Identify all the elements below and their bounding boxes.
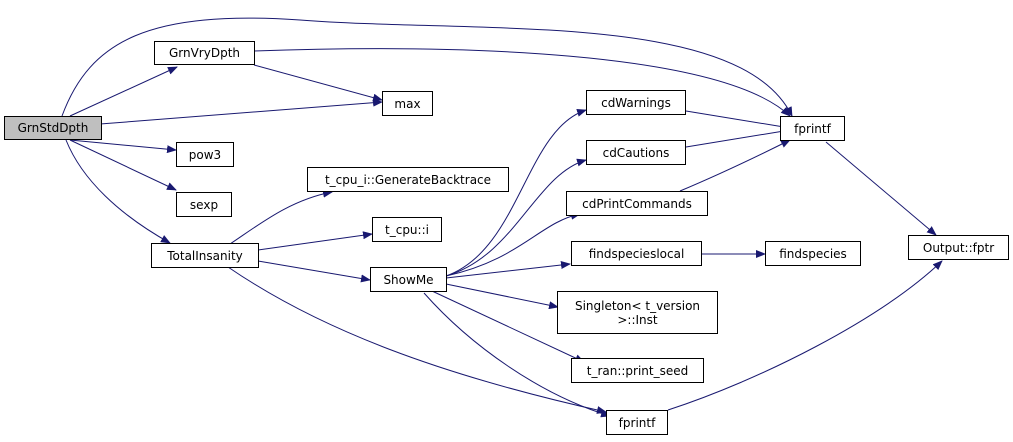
edge-grnvrydpth-fprintf-top <box>253 48 791 117</box>
edge-grnvrydpth-max <box>253 64 383 102</box>
node-output-fptr[interactable]: Output::fptr <box>908 235 1009 260</box>
node-cdprintcommands[interactable]: cdPrintCommands <box>566 191 708 216</box>
node-findspecies[interactable]: findspecies <box>765 241 861 266</box>
edge-grnstddpth-max <box>99 98 383 125</box>
edge-grnstddpth-grnvrydpth <box>69 66 178 117</box>
edge-totalinsanity-showme <box>257 260 371 283</box>
edge-cdwarnings-fprintf-top <box>685 110 791 131</box>
node-cdcautions[interactable]: cdCautions <box>586 140 686 165</box>
node-cdwarnings[interactable]: cdWarnings <box>586 90 686 115</box>
edge-showme-cdprintcommands <box>445 211 581 277</box>
edge-fprintf-bottom-output-fptr <box>667 260 943 411</box>
edge-showme-findspecieslocal <box>445 261 571 279</box>
node-print-seed[interactable]: t_ran::print_seed <box>571 358 704 383</box>
node-max[interactable]: max <box>382 91 433 116</box>
node-totalinsanity[interactable]: TotalInsanity <box>151 243 259 268</box>
node-sexp[interactable]: sexp <box>176 192 232 217</box>
node-generatebacktrace[interactable]: t_cpu_i::GenerateBacktrace <box>307 167 509 192</box>
node-pow3[interactable]: pow3 <box>176 142 234 167</box>
edge-showme-print-seed <box>431 290 585 363</box>
node-t-cpu-i[interactable]: t_cpu::i <box>372 217 442 242</box>
edge-showme-cdcautions <box>445 158 587 277</box>
edge-grnstddpth-totalinsanity <box>65 139 171 244</box>
edge-showme-singleton <box>445 283 559 310</box>
edge-fprintf-top-output-fptr <box>825 141 937 236</box>
node-findspecieslocal[interactable]: findspecieslocal <box>571 241 702 266</box>
edge-totalinsanity-generatebacktrace <box>229 189 333 245</box>
edge-showme-fprintf-bottom <box>423 292 611 418</box>
edge-cdcautions-fprintf-top <box>685 127 791 148</box>
node-grnstddpth: GrnStdDpth <box>4 116 102 140</box>
node-singleton-inst[interactable]: Singleton< t_version >::Inst <box>557 291 718 334</box>
edge-grnstddpth-sexp <box>69 139 177 191</box>
edge-grnstddpth-pow3 <box>69 139 177 154</box>
node-grnvrydpth[interactable]: GrnVryDpth <box>154 41 255 65</box>
node-showme[interactable]: ShowMe <box>370 267 447 292</box>
edge-cdprintcommands-fprintf-top <box>679 139 791 192</box>
edge-grnstddpth-fprintf-top <box>61 17 793 117</box>
node-fprintf-bottom[interactable]: fprintf <box>606 410 668 435</box>
edge-totalinsanity-t_cpu_i <box>257 231 373 251</box>
singleton-label-line2: >::Inst <box>617 312 658 327</box>
edge-showme-cdwarnings <box>445 109 587 277</box>
edge-totalinsanity-fprintf-bottom <box>227 266 607 414</box>
singleton-label-line1: Singleton< t_version <box>574 298 701 313</box>
node-fprintf-top[interactable]: fprintf <box>780 116 845 141</box>
